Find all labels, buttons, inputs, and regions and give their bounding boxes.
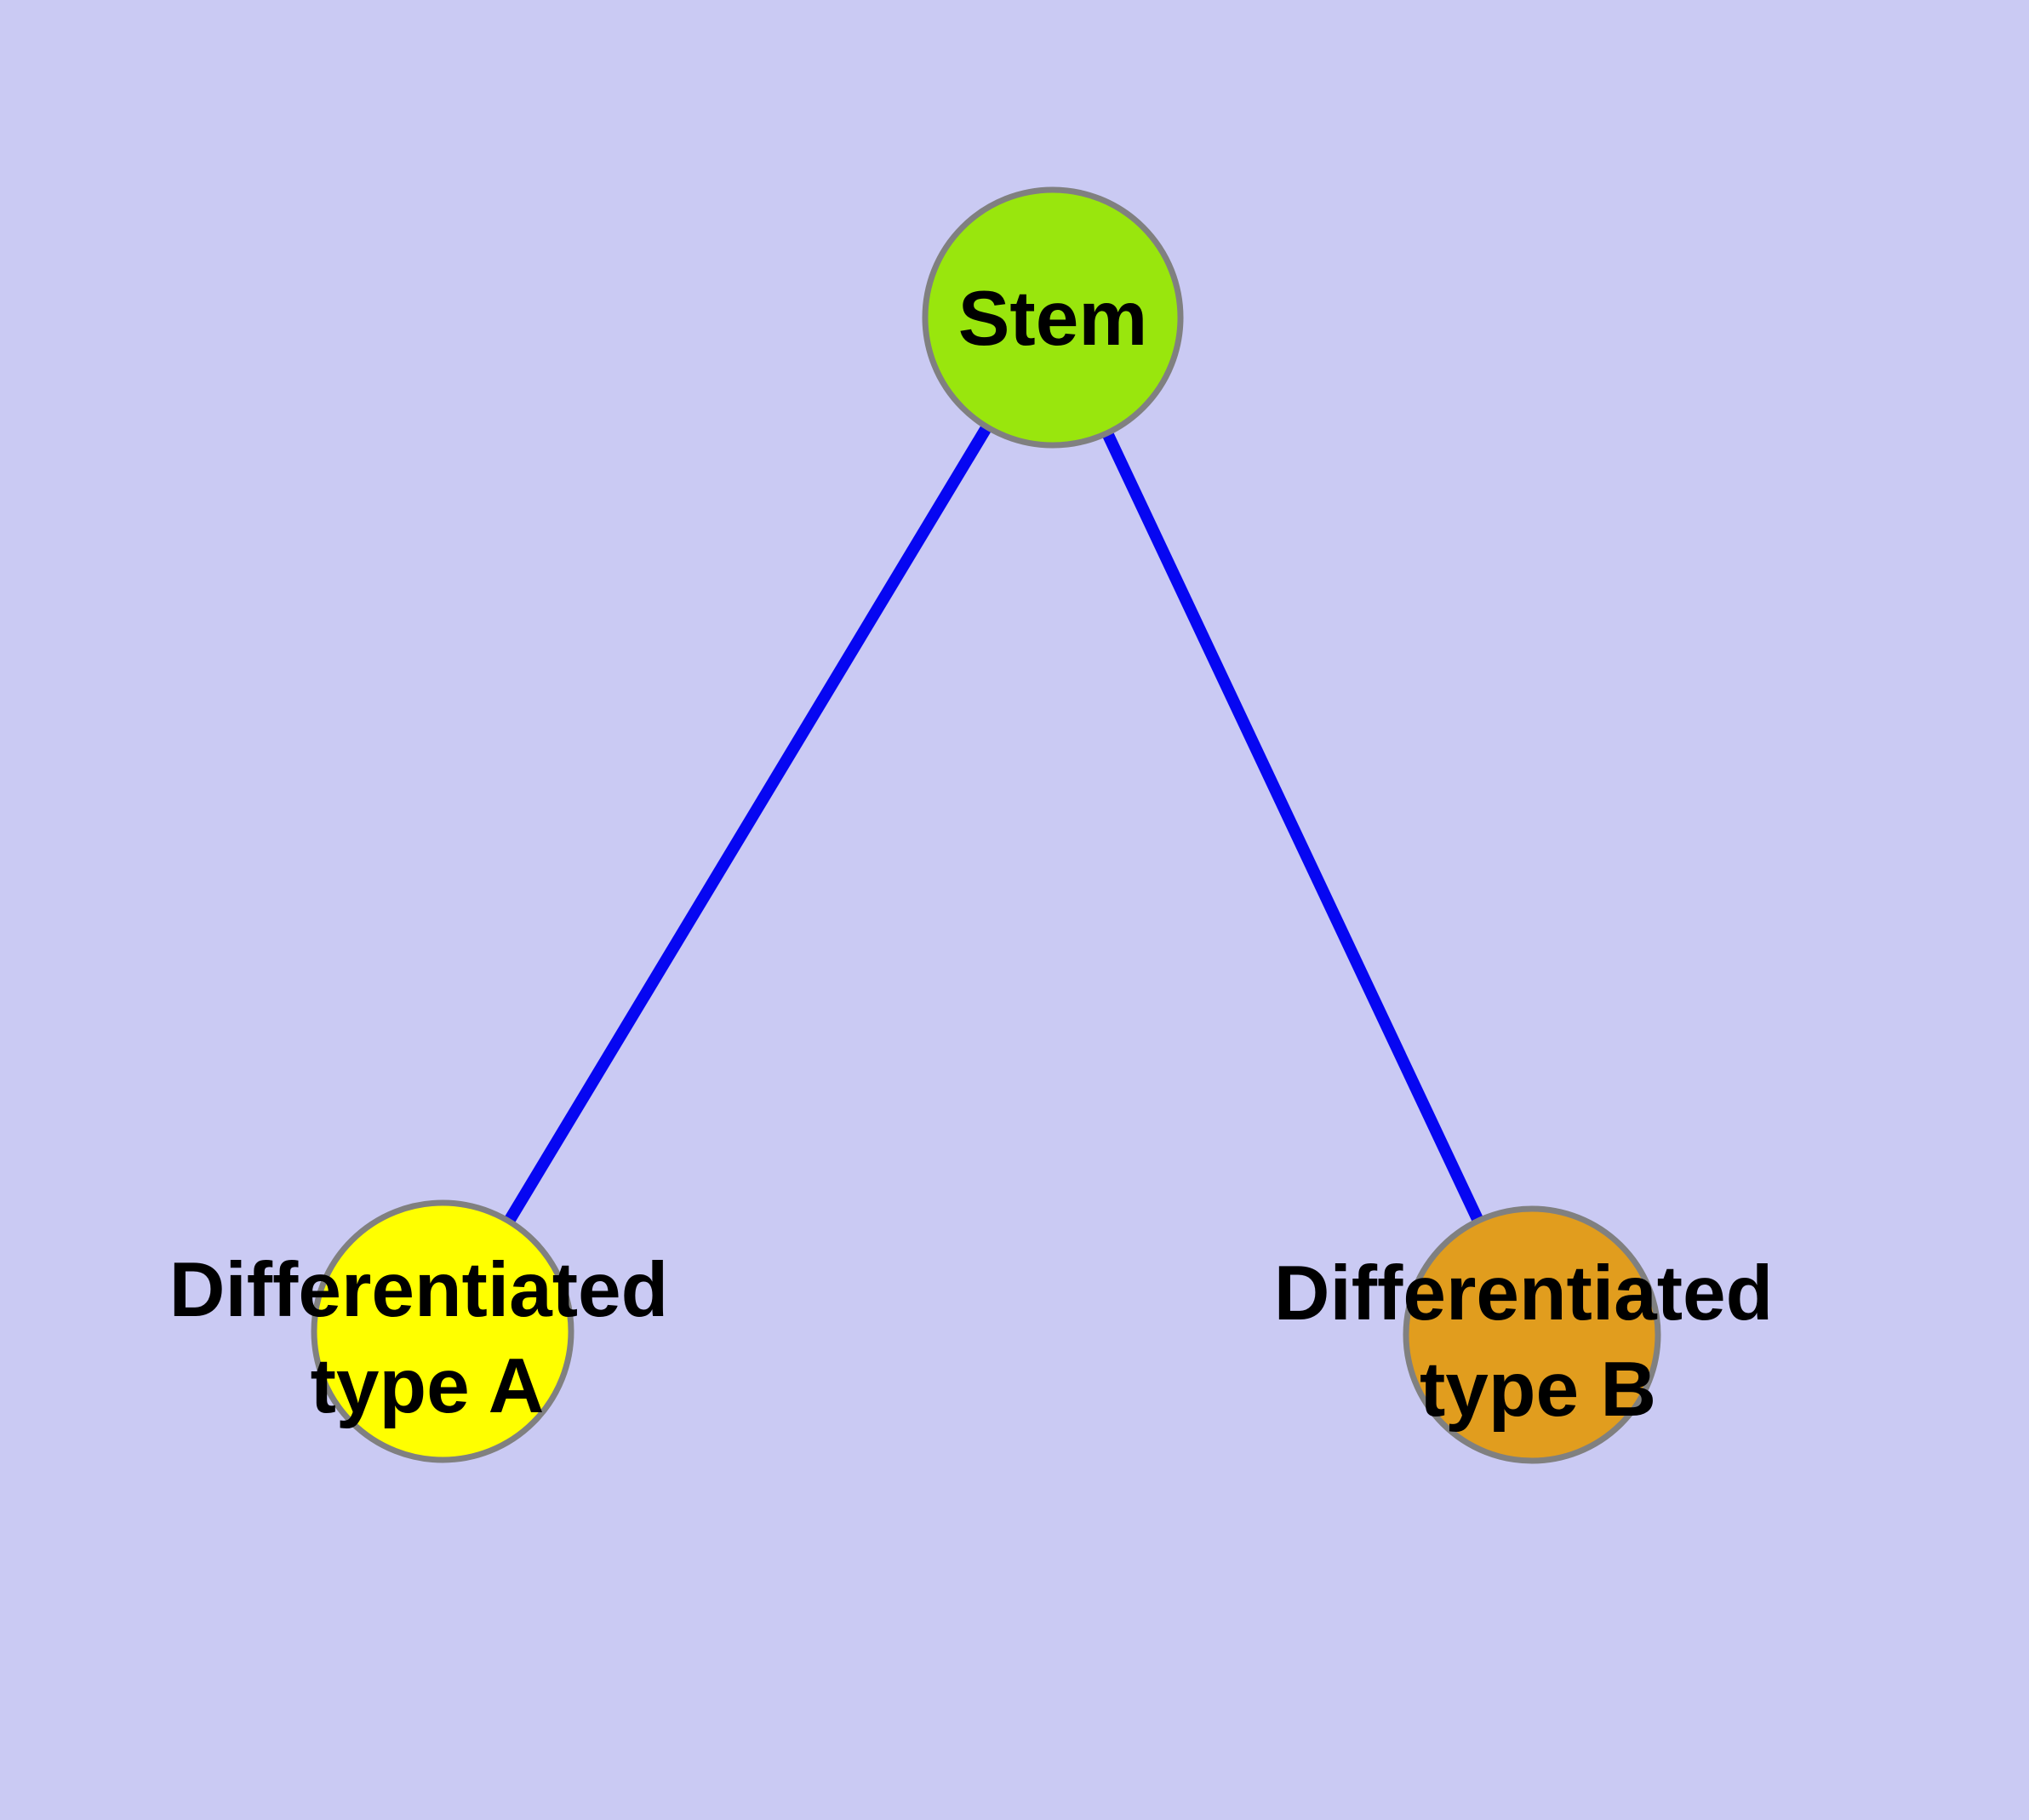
edge-stem-to-type-a xyxy=(437,314,1058,1335)
node-stem xyxy=(922,186,1184,449)
node-stem-label: Stem xyxy=(958,276,1148,362)
node-differentiated-type-a xyxy=(311,1199,574,1463)
edge-stem-to-type-b xyxy=(1047,315,1538,1337)
node-differentiated-type-b xyxy=(1403,1205,1661,1464)
node-type-b-label-line2: type B xyxy=(1420,1347,1656,1433)
node-type-a-label-line2: type A xyxy=(311,1343,545,1429)
node-type-b-label-line1: Differentiated xyxy=(1274,1251,1774,1336)
node-type-a-label-line1: Differentiated xyxy=(169,1247,669,1333)
